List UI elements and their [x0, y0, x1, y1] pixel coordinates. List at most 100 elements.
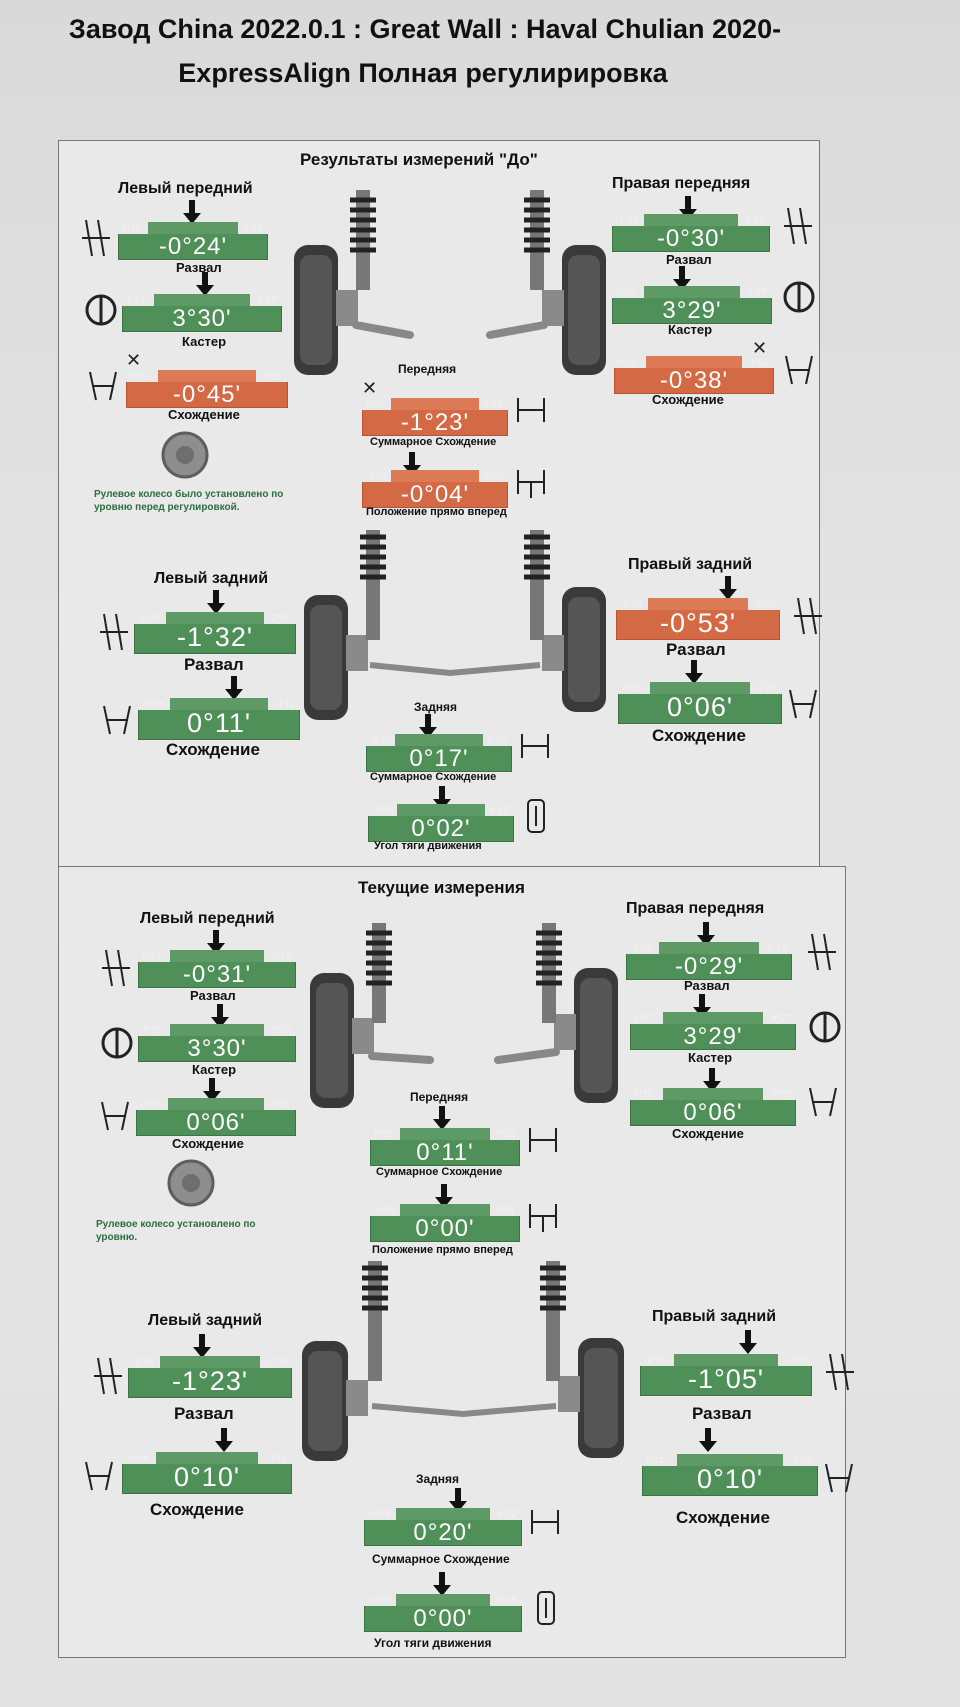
gauge-max-limit: 0°15'	[497, 1595, 518, 1605]
gauge-max-limit: -0°04'	[754, 683, 778, 693]
gauge-tolerance-band	[400, 1128, 490, 1140]
current-front-total-toe-label: Суммарное Схождение	[376, 1166, 503, 1178]
gauge-tolerance-band	[391, 398, 479, 410]
current-lf-caster-value: 3°30'	[187, 1035, 247, 1062]
gauge-min-limit: 0°02'	[374, 1129, 395, 1139]
gauge-min-limit: -1°00'	[132, 1357, 156, 1367]
down-arrow-part	[435, 1197, 453, 1208]
gauge-max-limit: 2°57'	[271, 1025, 292, 1035]
camber-wheel-icon	[794, 597, 822, 635]
front-suspension-illustration	[310, 923, 618, 1108]
toe-wheel-icon	[101, 1101, 129, 1131]
before-left-front-title: Левый передний	[118, 180, 253, 197]
down-arrow-part	[439, 1572, 445, 1586]
before-rf-caster-gauge: 2°57'4°27' 3°29'	[612, 286, 772, 324]
current-lf-camber-label: Развал	[190, 988, 236, 1003]
steering-wheel-icon	[167, 1159, 215, 1207]
axle-rear-icon	[521, 734, 549, 758]
current-rear-total-toe-label: Суммарное Схождение	[372, 1552, 510, 1566]
gauge-tolerance-band	[160, 1356, 260, 1368]
before-rf-caster-label: Кастер	[668, 322, 713, 337]
before-rear-total-toe-value: 0°17'	[409, 745, 469, 772]
before-lf-caster-gauge: 4°27'2°57' 3°30'	[122, 294, 282, 332]
current-lf-toe-label: Схождение	[172, 1136, 244, 1151]
current-front-total-toe-value: 0°11'	[416, 1139, 474, 1166]
current-rr-camber-label: Развал	[692, 1404, 752, 1423]
current-lf-camber-value: -0°31'	[182, 961, 252, 988]
gauge-tolerance-band	[646, 356, 742, 368]
gauge-tolerance-band	[166, 612, 264, 624]
before-straight-ahead-label: Положение прямо вперед	[366, 506, 507, 518]
gauge-max-limit: 0°01'	[749, 357, 770, 367]
gauge-min-limit: -2°00'	[620, 599, 644, 609]
before-straight-ahead-value: -0°04'	[400, 481, 470, 508]
toe-wheel-icon	[103, 705, 131, 735]
gauge-min-limit: 0°15'	[122, 223, 143, 233]
gauge-min-limit: 0°01'	[130, 371, 151, 381]
gauge-tolerance-band	[168, 1098, 264, 1110]
gauge-tolerance-band	[156, 1452, 258, 1464]
gauge-max-limit: -1°00'	[784, 1355, 808, 1365]
gauge-tolerance-band	[663, 1012, 763, 1024]
gauge-tolerance-band	[148, 222, 238, 234]
gauge-max-limit: 0°22'	[497, 1509, 518, 1519]
current-rear-label: Задняя	[416, 1472, 460, 1486]
down-arrow-part	[213, 930, 219, 944]
before-front-total-toe-value: -1°23'	[400, 409, 470, 436]
before-lr-toe-label: Схождение	[166, 740, 260, 759]
gauge-min-limit: 0°15'	[142, 951, 163, 961]
gauge-min-limit: -0°03'	[366, 471, 390, 481]
report-title-line1: Завод China 2022.0.1 : Great Wall : Hava…	[68, 14, 782, 44]
x-mark-icon: ✕	[752, 338, 768, 358]
axle-front-icon	[529, 1128, 557, 1152]
gauge-min-limit: 0°11'	[622, 683, 642, 693]
gauge-min-limit: -0°04'	[126, 1453, 150, 1463]
down-arrow-part	[745, 1330, 751, 1344]
current-lr-camber-label: Развал	[174, 1404, 234, 1423]
before-rf-camber-value: -0°30'	[656, 225, 726, 252]
toe-wheel-icon	[89, 371, 117, 401]
before-front-label: Передняя	[398, 362, 457, 376]
before-lr-toe-value: 0°11'	[187, 708, 251, 738]
down-arrow-part	[207, 943, 225, 954]
down-arrow-part	[703, 1081, 721, 1092]
gauge-min-limit: -0°08'	[368, 1509, 392, 1519]
gauge-min-limit: -0°08'	[370, 735, 394, 745]
gauge-tolerance-band	[396, 1508, 490, 1520]
gauge-max-limit: -1°15'	[268, 951, 292, 961]
current-right-front-title: Правая передняя	[626, 900, 765, 917]
current-rf-caster-value: 3°29'	[683, 1023, 743, 1050]
down-arrow-part	[203, 1091, 221, 1102]
gauge-tolerance-band	[644, 286, 740, 298]
current-front-label: Передняя	[410, 1090, 469, 1104]
caster-wheel-icon	[809, 1011, 841, 1043]
toe-wheel-icon	[789, 689, 817, 719]
before-rr-toe-label: Схождение	[652, 726, 746, 745]
gauge-max-limit: 0°03'	[483, 471, 504, 481]
current-thrust-angle-value: 0°00'	[413, 1605, 473, 1632]
current-left-rear-title: Левый задний	[148, 1312, 263, 1329]
x-mark-icon: ✕	[362, 378, 378, 398]
down-arrow-part	[739, 1343, 757, 1354]
camber-wheel-icon	[82, 219, 110, 257]
gauge-tolerance-band	[659, 942, 759, 954]
gauge-max-limit: 4°27'	[771, 1013, 792, 1023]
gauge-min-limit: 2°57'	[616, 287, 637, 297]
down-arrow-part	[455, 1488, 461, 1502]
current-rf-camber-label: Развал	[684, 978, 730, 993]
gauge-tolerance-band	[170, 950, 264, 962]
current-front-total-toe-gauge: 0°02'0°22' 0°11'	[370, 1128, 520, 1166]
gauge-max-limit: 0°01'	[771, 1089, 792, 1099]
before-lf-toe-gauge: 0°01'0°11' -0°45'	[126, 370, 288, 408]
gauge-tolerance-band	[170, 1024, 264, 1036]
before-lf-toe-value: -0°45'	[172, 381, 242, 408]
gauge-min-limit: 0°11'	[646, 1455, 666, 1465]
current-lf-toe-gauge: 0°01'0°11' 0°06'	[136, 1098, 296, 1136]
before-lf-caster-label: Кастер	[182, 334, 227, 349]
down-arrow-part	[699, 994, 705, 1008]
gauge-max-limit: -1°00'	[752, 599, 776, 609]
before-rear-total-toe-label: Суммарное Схождение	[370, 771, 497, 783]
before-straight-ahead-gauge: -0°03' 0°03' -0°04'	[362, 470, 508, 508]
current-thrust-angle-gauge: -0°15'0°15' 0°00'	[364, 1594, 522, 1632]
gauge-min-limit: -0°03'	[374, 1205, 398, 1215]
